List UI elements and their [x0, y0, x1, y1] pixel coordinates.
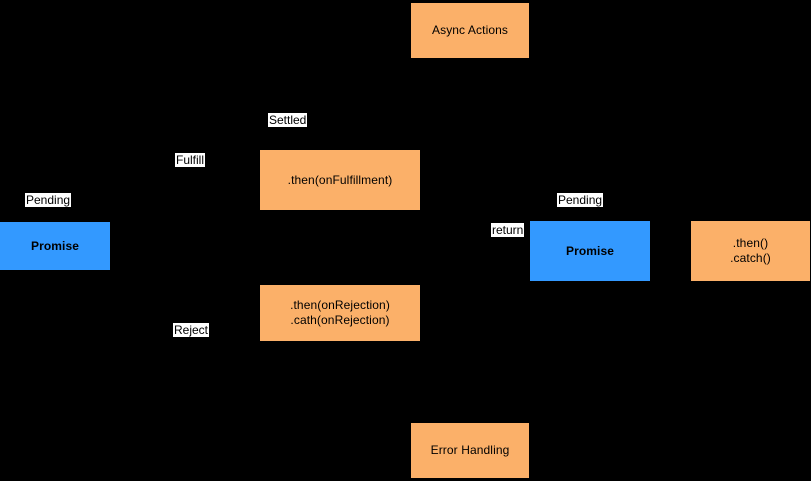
node-then-catch[interactable]: .then() .catch()	[691, 221, 810, 281]
node-promise-right[interactable]: Promise	[530, 221, 650, 281]
node-then-on-fulfillment[interactable]: .then(onFulfillment)	[260, 150, 420, 210]
node-then-on-fulfillment-label: .then(onFulfillment)	[287, 172, 393, 187]
node-promise-right-label: Promise	[565, 243, 615, 258]
node-then-catch-line-1: .then()	[732, 236, 769, 250]
node-promise-left[interactable]: Promise	[0, 222, 110, 270]
node-error-handling-label: Error Handling	[430, 443, 510, 457]
node-then-on-rejection-line-1: .then(onRejection)	[290, 298, 390, 312]
edge-label-pending-right: Pending	[557, 193, 604, 207]
edge-label-return: return	[491, 223, 525, 237]
node-then-on-rejection[interactable]: .then(onRejection) .cath(onRejection)	[260, 285, 420, 341]
node-error-handling[interactable]: Error Handling	[411, 423, 529, 478]
edge-label-pending-left: Pending	[25, 193, 72, 207]
node-then-catch-line-2: .catch()	[730, 251, 771, 265]
node-async-actions-label: Async Actions	[431, 23, 508, 37]
node-promise-left-label: Promise	[30, 238, 80, 253]
edge-label-reject: Reject	[173, 323, 210, 337]
edge-label-fulfill: Fulfill	[175, 153, 206, 167]
node-async-actions[interactable]: Async Actions	[411, 3, 529, 58]
edge-label-settled: Settled	[268, 113, 308, 127]
node-then-on-rejection-line-2: .cath(onRejection)	[290, 313, 390, 327]
